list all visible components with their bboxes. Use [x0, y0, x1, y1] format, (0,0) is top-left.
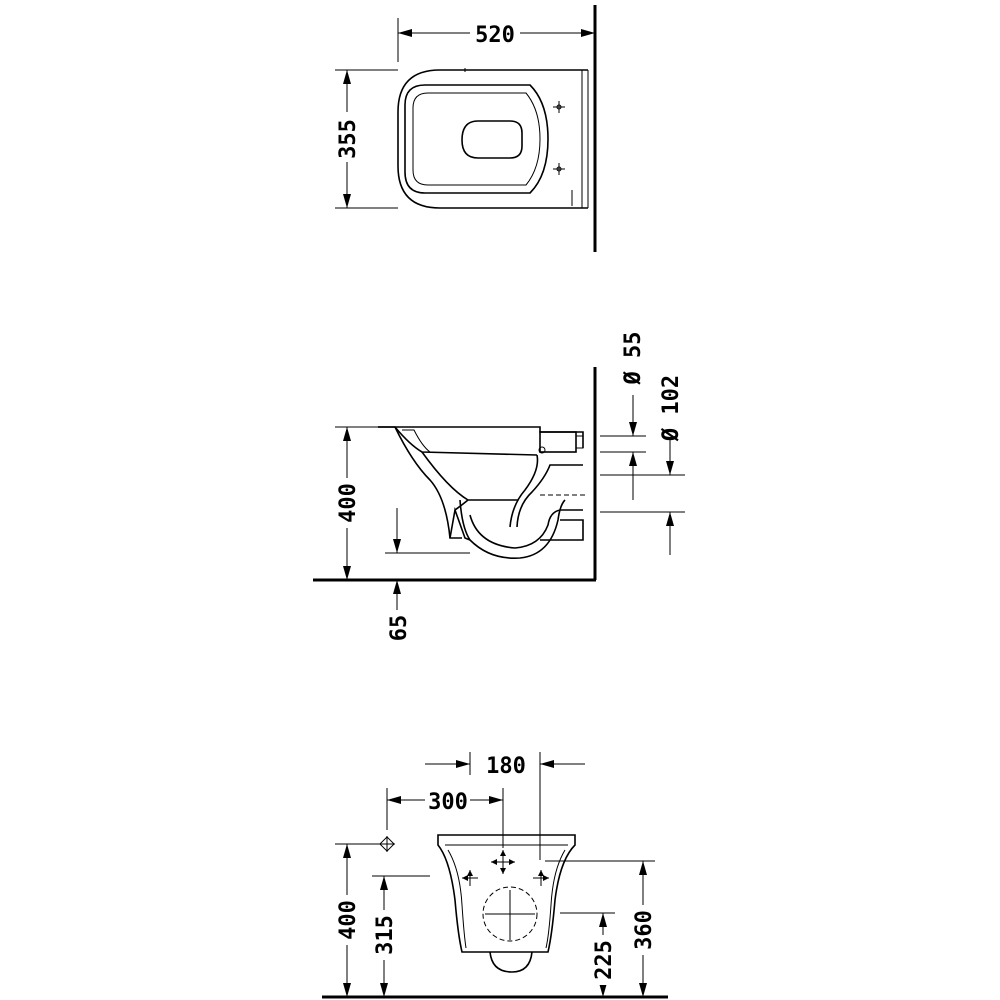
rear-view: 180 300 400 315	[322, 752, 668, 999]
side-view: Ø 55 Ø 102 400 65	[313, 332, 685, 641]
rear-view-bolt-marker	[379, 836, 395, 852]
rear-view-fixing-marker	[533, 870, 549, 886]
dimension-width-label: 520	[475, 23, 515, 48]
dimension-bolt-spacing-upper: 180	[425, 752, 585, 860]
dimension-outlet-small-label: Ø 55	[621, 332, 646, 386]
side-view-trapway	[421, 451, 518, 501]
dimension-rear-height-inner-right: 225	[560, 912, 617, 997]
dimension-rear-height-inner-right-label: 225	[592, 940, 617, 980]
dimension-bolt-spacing-lower: 300	[386, 788, 504, 848]
dimension-floor-clearance: 65	[385, 508, 470, 641]
dimension-depth-label: 355	[336, 119, 361, 159]
top-view-bowl-opening	[461, 120, 523, 159]
dimension-side-height-label: 400	[336, 483, 361, 523]
dimension-depth: 355	[334, 69, 398, 209]
rear-view-fixing-marker	[491, 850, 515, 874]
dimension-outlet-large-label: Ø 102	[659, 375, 684, 442]
dimension-rear-height: 400	[334, 843, 380, 997]
top-view: 520 355	[334, 5, 597, 252]
top-view-bowl-outline	[397, 69, 588, 209]
side-view-inlet	[539, 431, 577, 453]
top-view-mount-marker	[553, 163, 565, 175]
dimension-outlet-small: Ø 55	[621, 332, 646, 500]
dimension-rear-height-inner-left: 315	[371, 875, 430, 997]
dimension-outlet-large: Ø 102	[659, 375, 684, 555]
dimension-rear-height-label: 400	[336, 900, 361, 940]
rear-view-outlet-circle	[482, 886, 538, 942]
dimension-side-height: 400	[334, 426, 378, 580]
top-view-mount-marker	[553, 101, 565, 113]
side-view-bowl-profile	[378, 426, 462, 539]
dimension-bolt-spacing-upper-label: 180	[486, 754, 526, 779]
dimension-floor-clearance-label: 65	[387, 615, 412, 642]
dimension-rear-height-inner-left-label: 315	[373, 915, 398, 955]
rear-view-fixing-marker	[462, 870, 478, 886]
dimension-rear-height-right-label: 360	[632, 910, 657, 950]
rear-view-bowl-outline	[437, 834, 576, 953]
top-view-seat-outline	[404, 84, 549, 194]
dimension-rear-height-right: 360	[545, 860, 657, 997]
dimension-width: 520	[397, 18, 595, 62]
dimension-bolt-spacing-lower-label: 300	[428, 790, 468, 815]
